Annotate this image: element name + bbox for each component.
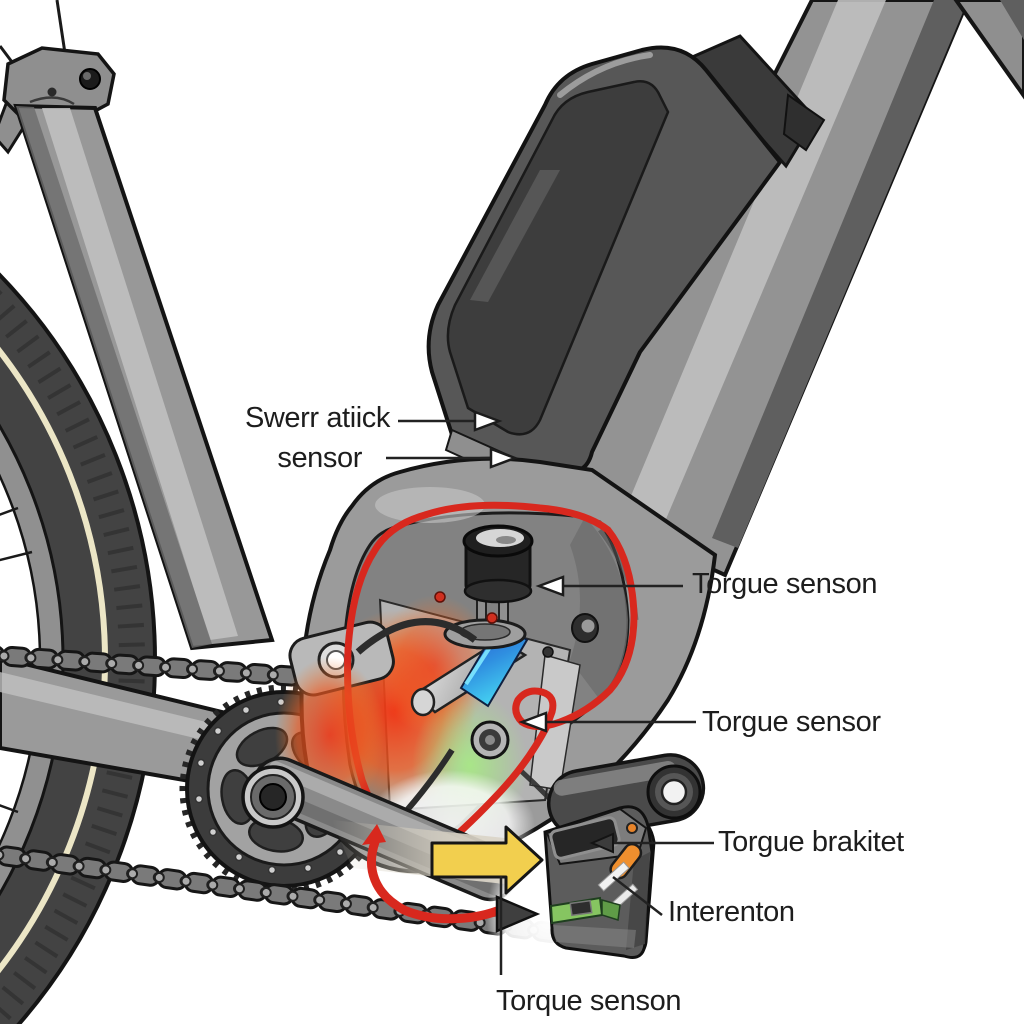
red-cable [344,501,638,864]
label-torque-sensor-bottom: Torque senson [496,985,682,1017]
crank-hub [241,765,305,829]
label-torque-sensor-upper: Torgue senson [692,568,878,600]
open-arrowheads [473,410,565,733]
label-torque-sensor-lower: Torgue sensor [702,706,881,738]
pedal-arm [546,753,706,839]
black-arrow [495,895,541,933]
leader-lines [386,419,714,975]
orange-indicator [626,822,638,834]
controller-device [543,805,656,959]
label-battery-sensor-line2: sensor [277,442,362,474]
label-intervention: Interenton [668,896,795,928]
red-arrowhead [362,824,386,845]
label-battery-sensor-line1: Swerr atiick [244,402,390,434]
red-curved-arrow [367,837,502,924]
battery-latch [782,93,826,152]
yellow-arrow [430,825,544,895]
down-tube [557,0,971,578]
seat-tube [13,103,275,651]
top-tube-corner [953,0,1024,100]
label-torque-bracket: Torgue brakitet [718,826,904,858]
torque-sensor-cylinder [443,524,534,650]
seat-bolt [79,68,101,90]
solid-arrowhead [589,832,614,854]
device-logo [569,899,593,917]
battery-face [446,80,670,436]
motor-housing [288,456,718,880]
